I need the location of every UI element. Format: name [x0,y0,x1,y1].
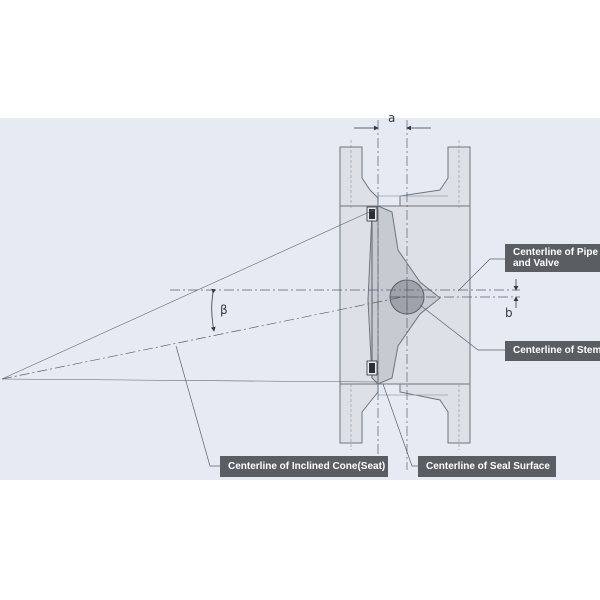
leader-lines [175,258,505,467]
callout-pipe-valve-line2: and Valve [513,258,560,269]
construction-lines [1,120,520,470]
dimension-b-label: b [505,306,513,320]
seal-bolt-bottom [366,360,378,376]
seal-bolt-top [366,206,378,222]
flange-centerlines [350,140,460,450]
callout-stem-label: Centerline of Stem [513,345,600,356]
bore-lines [378,195,448,396]
dimension-a-label: a [388,111,395,125]
callout-pipe-valve: Centerline of Pipe and Valve [505,244,600,272]
callout-seal-surface-label: Centerline of Seal Surface [426,461,550,472]
callout-stem: Centerline of Stem [505,341,600,361]
callout-pipe-valve-line1: Centerline of Pipe [513,247,599,258]
callout-seal-surface: Centerline of Seal Surface [418,456,556,477]
dimension-b: b [505,279,519,320]
beta-angle: β [210,288,228,332]
callout-inclined-cone: Centerline of Inclined Cone(Seat) [220,456,388,477]
callout-inclined-cone-label: Centerline of Inclined Cone(Seat) [228,461,386,472]
beta-label: β [220,303,228,317]
background-panel [0,118,600,480]
dimension-a: a [354,111,431,131]
